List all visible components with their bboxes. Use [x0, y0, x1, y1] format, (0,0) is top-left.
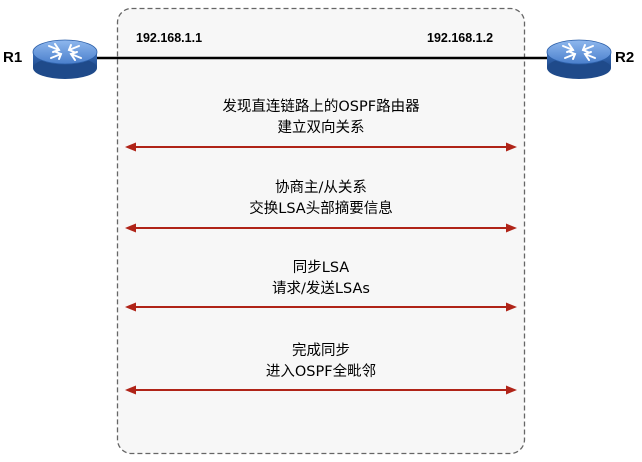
step-2-line-2: 交换LSA头部摘要信息: [249, 201, 393, 217]
step-3-line-2: 请求/发送LSAs: [272, 281, 370, 297]
arrow-step-1: [125, 142, 517, 152]
step-3-line-1: 同步LSA: [292, 260, 350, 276]
arrow-step-4: [125, 385, 517, 395]
step-1-line-1: 发现直连链路上的OSPF路由器: [222, 99, 420, 115]
step-1-text: 发现直连链路上的OSPF路由器 建立双向关系: [125, 97, 517, 139]
step-4-line-1: 完成同步: [292, 343, 350, 359]
process-box: [116, 7, 526, 455]
arrow-step-3: [125, 302, 517, 312]
r2-label: R2: [615, 49, 635, 66]
r1-ip-address: 192.168.1.1: [136, 31, 203, 45]
r2-ip-address: 192.168.1.2: [427, 31, 494, 45]
r1-router-icon: [32, 39, 98, 79]
step-3-text: 同步LSA 请求/发送LSAs: [125, 258, 517, 300]
step-4-text: 完成同步 进入OSPF全毗邻: [125, 341, 517, 383]
r1-label: R1: [3, 49, 23, 66]
step-2-text: 协商主/从关系 交换LSA头部摘要信息: [125, 178, 517, 220]
step-1-line-2: 建立双向关系: [277, 120, 365, 136]
step-4-line-2: 进入OSPF全毗邻: [265, 364, 377, 380]
r2-router-icon: [546, 39, 612, 79]
step-2-line-1: 协商主/从关系: [275, 180, 367, 196]
arrow-step-2: [125, 223, 517, 233]
